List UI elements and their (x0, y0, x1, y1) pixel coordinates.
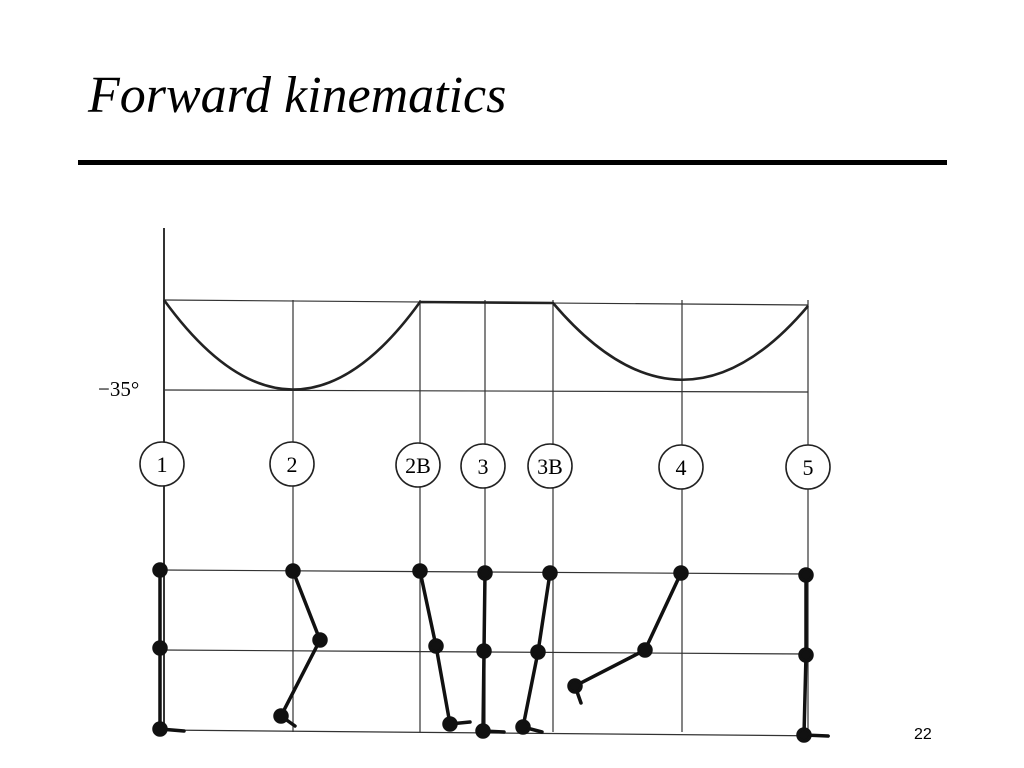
slide-title: Forward kinematics (88, 67, 507, 124)
angle-curve (162, 299, 809, 391)
angle-label: −35° (98, 377, 139, 401)
leg-figure-4 (567, 565, 689, 705)
phase-marker-2: 2 (269, 441, 315, 487)
phase-marker-2b: 2B (395, 442, 441, 488)
title-underline (78, 160, 947, 165)
grid-hline-35 (163, 389, 809, 393)
leg-figure-5 (796, 567, 830, 743)
leg-figure-2b (412, 563, 472, 732)
phase-label-3: 3 (478, 454, 489, 479)
leg-figure-2 (273, 563, 328, 728)
phase-marker-5: 5 (785, 444, 831, 490)
phase-label-5: 5 (803, 455, 814, 480)
page-number: 22 (914, 726, 932, 743)
phase-markers: 1 2 2B 3 3B 4 5 (139, 441, 831, 490)
phase-marker-3: 3 (460, 443, 506, 489)
phase-marker-3b: 3B (527, 443, 573, 489)
phase-label-2: 2 (287, 452, 298, 477)
phase-marker-4: 4 (658, 444, 704, 490)
leg-figure-3 (475, 565, 506, 739)
phase-label-4: 4 (676, 455, 687, 480)
leg-figures (152, 562, 830, 743)
phase-label-1: 1 (157, 452, 168, 477)
leg-figure-3b (515, 565, 558, 735)
phase-label-3b: 3B (537, 454, 563, 479)
phase-marker-1: 1 (139, 441, 185, 487)
leg-figure-1 (152, 562, 186, 737)
phase-label-2b: 2B (405, 453, 431, 478)
